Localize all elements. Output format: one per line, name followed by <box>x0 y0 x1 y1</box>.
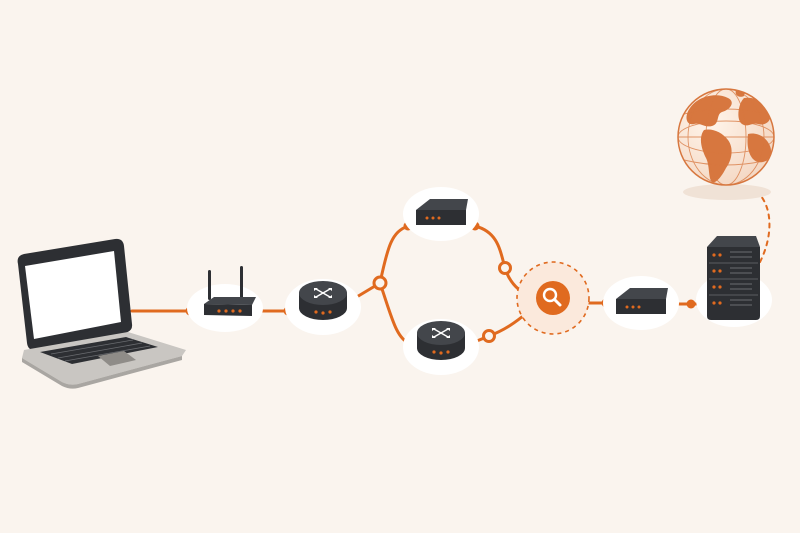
network-switch-icon <box>416 199 468 225</box>
router-icon <box>299 281 347 320</box>
network-switch-icon <box>616 288 668 314</box>
link-ring <box>498 261 512 275</box>
node-server <box>696 236 772 327</box>
inspect-core <box>536 281 570 315</box>
wifi-router-icon <box>204 266 256 316</box>
server-rack-icon <box>707 236 760 320</box>
link-dot <box>686 299 696 309</box>
globe-shadow <box>683 184 771 200</box>
junction-ring <box>372 275 388 291</box>
node-router-bottom <box>403 319 479 375</box>
node-wifi <box>187 266 263 332</box>
node-globe <box>677 88 775 200</box>
globe-icon <box>677 88 775 186</box>
magnifier-icon <box>542 287 562 307</box>
node-router-left <box>285 279 361 335</box>
link-junction-switch-top <box>378 224 410 285</box>
link-rings <box>372 261 512 343</box>
link-ring <box>482 329 496 343</box>
node-switch-top <box>403 187 479 241</box>
router-icon <box>417 321 465 360</box>
node-inspect <box>516 261 590 335</box>
node-laptop <box>17 238 186 389</box>
laptop-icon <box>17 238 186 389</box>
node-switch-right <box>603 276 679 330</box>
